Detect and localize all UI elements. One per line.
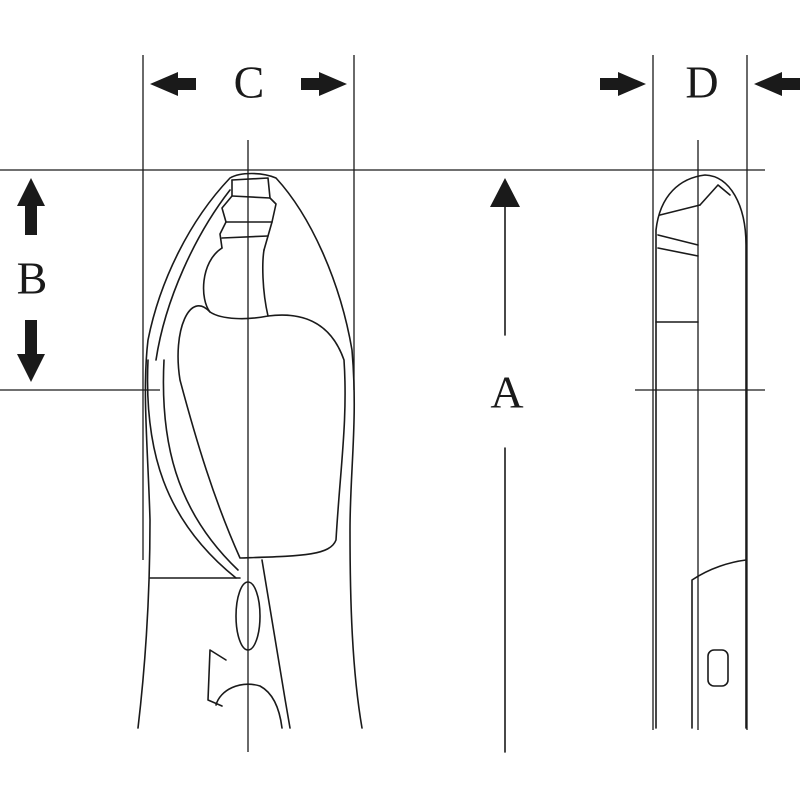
dimension-c: C: [150, 57, 347, 108]
side-rivet: [707, 649, 729, 687]
side-jaw-line-2: [657, 234, 699, 246]
jaw-tooth-1: [231, 195, 271, 199]
d-left-arrow: [600, 72, 646, 96]
dimension-b: B: [17, 178, 48, 382]
side-jaw-line-1: [659, 204, 701, 216]
handle-lower-opening: [215, 683, 283, 729]
spring-line: [261, 559, 291, 729]
side-lower-plate: [691, 559, 747, 729]
c-right-arrow: [301, 72, 347, 96]
dimension-b-label: B: [17, 253, 48, 304]
plier-outer-contour: [137, 172, 363, 729]
b-down-arrow: [17, 320, 45, 382]
extension-lines: [0, 55, 765, 752]
dimension-d: D: [600, 57, 800, 108]
jaw-tooth-3: [221, 235, 269, 239]
dimension-c-label: C: [234, 57, 265, 108]
cutting-pocket-upper: [202, 247, 269, 320]
pivot-rivet: [235, 581, 261, 651]
side-jaw-tip: [699, 184, 731, 206]
dimension-a: A: [490, 178, 524, 753]
blade-opening: [177, 305, 346, 559]
blade-inner-edge: [162, 359, 239, 571]
upper-jaw-inner: [219, 179, 233, 249]
plier-side-view: [655, 174, 747, 729]
a-up-arrow: [490, 178, 520, 207]
b-up-arrow: [17, 178, 45, 235]
dimension-a-label: A: [490, 367, 523, 418]
d-right-arrow: [754, 72, 800, 96]
dimension-d-label: D: [685, 57, 718, 108]
blade-outer-edge: [146, 359, 237, 579]
side-outer-contour: [655, 174, 747, 729]
c-left-arrow: [150, 72, 196, 96]
handle-lower-left: [207, 649, 227, 707]
plier-front-view: [137, 172, 363, 729]
side-jaw-line-3: [657, 247, 699, 257]
upper-jaw-tip: [231, 177, 277, 251]
plier-inner-contour: [155, 189, 231, 361]
